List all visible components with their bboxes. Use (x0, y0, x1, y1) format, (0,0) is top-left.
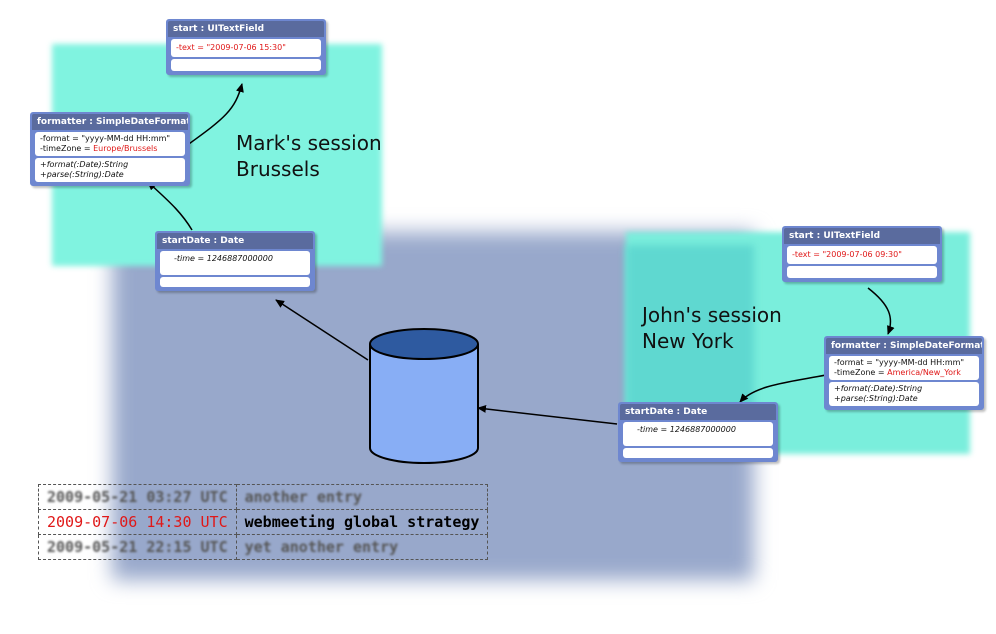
arrow-db-to-mark-date (275, 299, 369, 361)
uml-title: startDate : Date (620, 404, 776, 420)
mark-formatter: formatter : SimpleDateFormat -format = "… (30, 112, 190, 186)
arrow-john-date-to-db (477, 404, 618, 425)
time-attribute: -time = 1246887000000 (174, 254, 273, 263)
parse-method: +parse(:String):Date (834, 394, 918, 403)
timestamp-cell: 2009-07-06 14:30 UTC (38, 509, 237, 535)
table-row: 2009-05-21 03:27 UTC another entry (38, 484, 489, 510)
mark-startdate: startDate : Date -time = 1246887000000 (155, 231, 315, 291)
table-row-highlighted: 2009-07-06 14:30 UTC webmeeting global s… (38, 509, 489, 535)
timezone-attribute: -timeZone = America/New_York (834, 368, 961, 377)
format-attribute: -format = "yyyy-MM-dd HH:mm" (40, 134, 171, 143)
mark-start-textfield: start : UITextField -text = "2009-07-06 … (166, 19, 326, 75)
arrow-mark-formatter-to-start (185, 83, 244, 147)
john-startdate: startDate : Date -time = 1246887000000 (618, 402, 778, 462)
text-attribute: -text = "2009-07-06 15:30" (176, 43, 286, 52)
format-attribute: -format = "yyyy-MM-dd HH:mm" (834, 358, 965, 367)
uml-title: start : UITextField (168, 21, 324, 37)
timestamp-cell: 2009-05-21 22:15 UTC (38, 534, 237, 560)
title-cell: another entry (235, 484, 489, 510)
format-method: +format(:Date):String (40, 160, 129, 169)
title-cell: webmeeting global strategy (235, 509, 489, 535)
timezone-attribute: -timeZone = Europe/Brussels (40, 144, 158, 153)
parse-method: +parse(:String):Date (40, 170, 124, 179)
database-cylinder (369, 328, 479, 464)
arrow-john-start-to-formatter (867, 287, 895, 335)
john-session-label: John's session New York (642, 303, 782, 353)
arrow-mark-date-to-formatter (147, 181, 193, 231)
uml-title: formatter : SimpleDateFormat (826, 338, 982, 354)
time-attribute: -time = 1246887000000 (637, 425, 736, 434)
john-start-textfield: start : UITextField -text = "2009-07-06 … (782, 226, 942, 282)
john-formatter: formatter : SimpleDateFormat -format = "… (824, 336, 984, 410)
table-row: 2009-05-21 22:15 UTC yet another entry (38, 534, 489, 560)
uml-title: start : UITextField (784, 228, 940, 244)
arrow-john-formatter-to-date (739, 374, 827, 403)
text-attribute: -text = "2009-07-06 09:30" (792, 250, 902, 259)
timestamp-cell: 2009-05-21 03:27 UTC (38, 484, 237, 510)
format-method: +format(:Date):String (834, 384, 923, 393)
mark-session-label: Mark's session Brussels (236, 131, 382, 181)
uml-title: startDate : Date (157, 233, 313, 249)
uml-title: formatter : SimpleDateFormat (32, 114, 188, 130)
title-cell: yet another entry (235, 534, 489, 560)
database-table: 2009-05-21 03:27 UTC another entry 2009-… (38, 484, 489, 560)
